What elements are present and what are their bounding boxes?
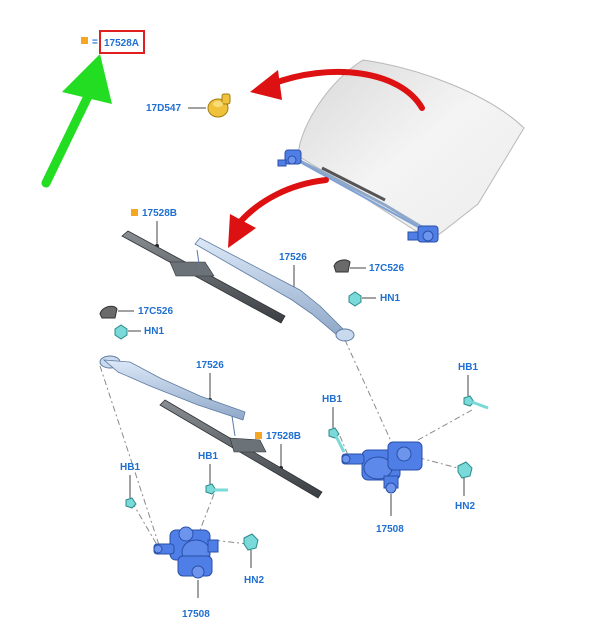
hood-motor-left	[277, 149, 302, 167]
cap-part-top	[333, 259, 351, 273]
label-HN2-lower: HN2	[244, 575, 264, 586]
label-17528B-top: 17528B	[142, 208, 177, 219]
label-HN2-right: HN2	[455, 501, 475, 512]
wiper-motor-right	[341, 441, 423, 494]
bolt-part-left	[125, 497, 137, 509]
legend-equals: =	[92, 37, 98, 48]
wiper-blade-lower	[159, 399, 323, 499]
label-17528B-lower-marker-icon	[255, 432, 262, 439]
wiper-blade-upper	[121, 230, 286, 324]
label-HB1-left: HB1	[120, 462, 140, 473]
hood-motor-right	[407, 225, 439, 243]
label-HB1-right2: HB1	[322, 394, 342, 405]
nut-part-right	[457, 461, 473, 479]
label-HB1-right: HB1	[458, 362, 478, 373]
bolt-part-mid	[205, 483, 228, 495]
legend-code: 17528A	[104, 38, 139, 49]
wiper-motor-left	[153, 526, 219, 579]
legend-marker-icon	[81, 37, 88, 44]
red-arrow-top-icon	[250, 68, 425, 111]
assembly-lines	[99, 339, 473, 551]
cap-part-left	[99, 305, 118, 319]
label-HN1-top: HN1	[380, 293, 400, 304]
label-17C526-left: 17C526	[138, 306, 173, 317]
label-HB1-mid: HB1	[198, 451, 218, 462]
wiper-arm-lower	[99, 355, 246, 437]
legend: = 17528A	[81, 30, 145, 54]
label-17508-left: 17508	[182, 609, 210, 620]
label-17C526-top: 17C526	[369, 263, 404, 274]
wiper-arm-upper	[194, 237, 355, 342]
label-17526-left: 17526	[196, 360, 224, 371]
reservoir-cap-part	[207, 93, 231, 118]
label-17528B-top-marker-icon	[131, 209, 138, 216]
bolt-part-right2	[328, 427, 346, 453]
nut-part-top	[348, 291, 362, 307]
nut-part-lower	[243, 533, 259, 551]
nut-part-left	[114, 324, 128, 340]
bolt-part-right	[463, 395, 489, 410]
label-17D547: 17D547	[146, 103, 181, 114]
legend-highlight-box	[99, 30, 145, 54]
label-HN1-left: HN1	[144, 326, 164, 337]
hood-panel	[277, 59, 525, 243]
label-17508-right: 17508	[376, 524, 404, 535]
label-17528B-lower: 17528B	[266, 431, 301, 442]
red-arrow-bottom-icon	[228, 177, 329, 248]
green-arrow-icon	[41, 54, 112, 188]
label-17526-top: 17526	[279, 252, 307, 263]
